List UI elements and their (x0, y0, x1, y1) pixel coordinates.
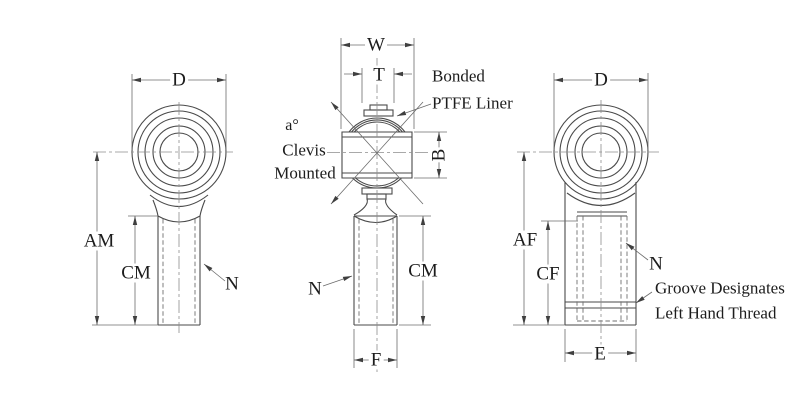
dim-label-f: F (368, 349, 384, 371)
clevis-note-line2: Mounted (274, 163, 336, 183)
clevis-note-line1: Clevis (282, 140, 326, 160)
right-groove (565, 301, 636, 309)
dim-label-am: AM (81, 230, 117, 252)
middle-shank-outline (353, 215, 398, 326)
dim-label-cm-left: CM (119, 262, 153, 284)
middle-ball-studs (361, 104, 394, 200)
dim-label-w: W (365, 34, 387, 56)
middle-thread-leader (322, 275, 353, 287)
thread-label-left: N (225, 273, 239, 295)
middle-misalignment-angle-lines (330, 101, 424, 205)
left-shank-thread-hidden-lines (162, 219, 196, 323)
thread-label-right: N (649, 253, 663, 275)
left-view (92, 74, 233, 333)
middle-dimension-t (344, 68, 412, 103)
right-body-outline (564, 182, 637, 326)
liner-note-line1: Bonded (432, 66, 485, 86)
dim-label-af: AF (510, 229, 540, 251)
middle-shank-thread-hidden-lines (358, 219, 394, 323)
dim-label-e: E (592, 343, 608, 365)
liner-leader (396, 103, 432, 117)
right-centerlines (517, 100, 659, 345)
middle-view (322, 38, 447, 372)
middle-neck (353, 198, 398, 216)
right-thread-leader (625, 242, 649, 261)
misalignment-angle-label: a° (285, 117, 299, 134)
thread-label-middle: N (308, 278, 322, 300)
dim-label-cm-middle: CM (406, 260, 440, 282)
dim-label-d-right: D (592, 69, 610, 91)
groove-note-line2: Left Hand Thread (655, 303, 777, 323)
dim-label-b: B (428, 147, 450, 163)
groove-leader (635, 291, 653, 304)
dim-label-t: T (371, 64, 387, 86)
liner-note-line2: PTFE Liner (432, 93, 513, 113)
left-centerlines (93, 102, 233, 333)
dim-label-d-left: D (170, 69, 188, 91)
right-bore-thread-hidden-lines (576, 211, 628, 322)
dim-label-cf: CF (534, 263, 562, 285)
right-view (513, 73, 659, 362)
groove-note-line1: Groove Designates (655, 278, 785, 298)
left-thread-leader (203, 263, 226, 282)
